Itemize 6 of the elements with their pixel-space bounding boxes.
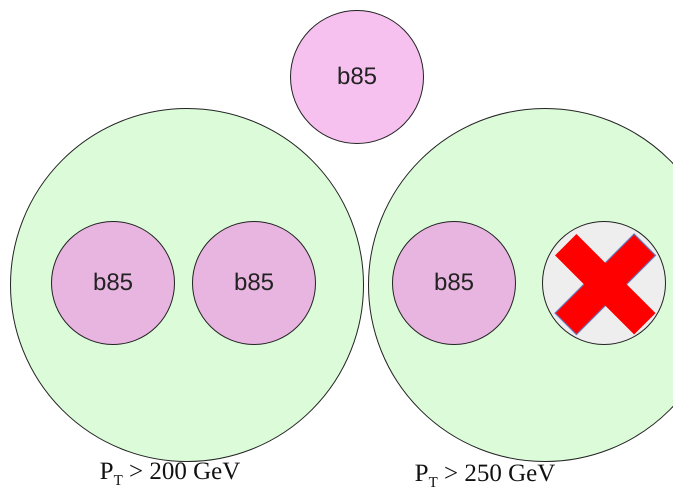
cut-label: P$_{T}$ > 250 GeV xyxy=(414,460,556,490)
node-label: b85 xyxy=(92,269,134,297)
node-label: b85 xyxy=(434,269,474,297)
node-label: b85 xyxy=(336,63,378,91)
cut-label: P$_{T}$ > 200 GeV xyxy=(100,458,240,490)
node-label: b85 xyxy=(234,269,274,297)
